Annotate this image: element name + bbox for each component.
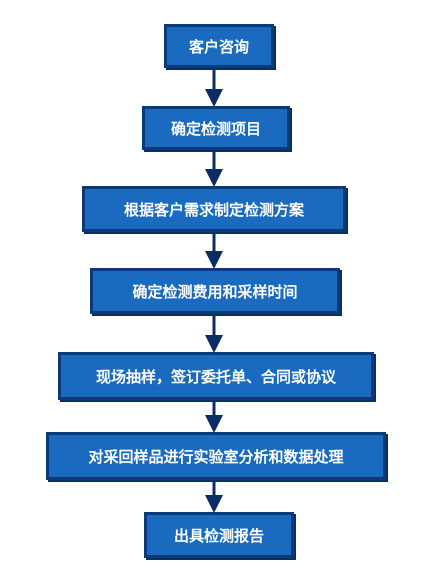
step-label: 客户咨询 xyxy=(188,37,249,56)
step-lab-analysis-and-data-processing: 对采回样品进行实验室分析和数据处理 xyxy=(46,432,386,480)
step-label: 现场抽样，签订委托单、合同或协议 xyxy=(95,367,336,386)
step-determine-test-items: 确定检测项目 xyxy=(142,106,290,150)
step-label: 对采回样品进行实验室分析和数据处理 xyxy=(88,447,344,466)
step-label: 确定检测费用和采样时间 xyxy=(132,282,298,301)
step-customer-consultation: 客户咨询 xyxy=(164,24,274,68)
step-issue-test-report: 出具检测报告 xyxy=(144,512,294,558)
step-onsite-sampling-and-contract: 现场抽样，签订委托单、合同或协议 xyxy=(58,352,374,400)
step-determine-fee-and-sampling-time: 确定检测费用和采样时间 xyxy=(90,268,340,314)
step-label: 确定检测项目 xyxy=(170,119,261,138)
step-label: 出具检测报告 xyxy=(173,526,264,545)
step-formulate-test-plan: 根据客户需求制定检测方案 xyxy=(82,186,346,232)
step-label: 根据客户需求制定检测方案 xyxy=(123,200,304,219)
